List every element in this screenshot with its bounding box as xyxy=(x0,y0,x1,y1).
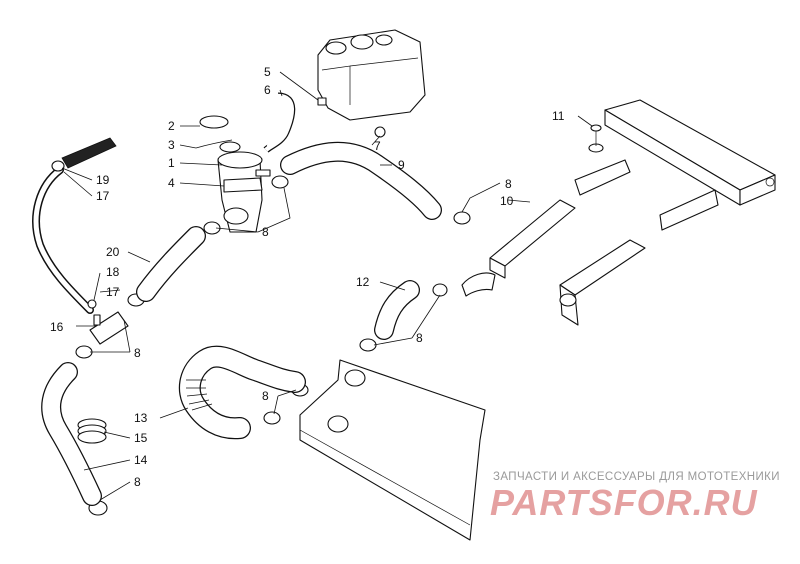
heat-exchanger-10 xyxy=(461,199,576,297)
callout-4: 4 xyxy=(168,176,175,190)
callout-12: 12 xyxy=(356,275,370,289)
watermark-logo: PARTSFOR.RU xyxy=(490,482,758,523)
fitting-18 xyxy=(87,299,97,309)
callout-2: 2 xyxy=(168,119,175,133)
coolant-bottle xyxy=(195,115,271,233)
tee-fitting-16 xyxy=(89,311,129,345)
heat-exchanger-lower xyxy=(559,239,646,326)
engine-block xyxy=(317,29,426,121)
callout-11: 11 xyxy=(552,109,565,123)
callout-6: 6 xyxy=(264,83,271,97)
nut-7 xyxy=(374,126,386,138)
callout-9: 9 xyxy=(398,158,405,172)
callout-5: 5 xyxy=(264,65,271,79)
leader-lines xyxy=(61,71,593,501)
bolt-11 xyxy=(588,124,604,153)
fitting-5 xyxy=(317,97,327,106)
callout-15: 15 xyxy=(134,431,148,445)
callout-8: 8 xyxy=(134,475,141,489)
callout-3: 3 xyxy=(168,138,175,152)
hose-13 xyxy=(178,345,306,440)
callout-20: 20 xyxy=(106,245,120,259)
spring-clamp-15 xyxy=(77,418,107,444)
tunnel-panel xyxy=(299,359,486,541)
callout-17: 17 xyxy=(106,285,120,299)
callout-7: 7 xyxy=(374,139,381,153)
callout-17: 17 xyxy=(96,189,110,203)
callout-16: 16 xyxy=(50,320,64,334)
callout-14: 14 xyxy=(134,453,148,467)
callout-19: 19 xyxy=(96,173,110,187)
callout-8: 8 xyxy=(262,389,269,403)
callout-8: 8 xyxy=(416,331,423,345)
callout-10: 10 xyxy=(500,194,514,208)
callout-13: 13 xyxy=(134,411,148,425)
callout-8: 8 xyxy=(262,225,269,239)
watermark-subtitle: ЗАПЧАСТИ И АКСЕССУАРЫ ДЛЯ МОТОТЕХНИКИ xyxy=(493,471,780,483)
callout-18: 18 xyxy=(106,265,120,279)
filter-19 xyxy=(51,137,117,172)
callout-8: 8 xyxy=(505,177,512,191)
callout-8: 8 xyxy=(134,346,141,360)
callout-1: 1 xyxy=(168,156,175,170)
heat-exchanger-upper xyxy=(574,99,776,231)
